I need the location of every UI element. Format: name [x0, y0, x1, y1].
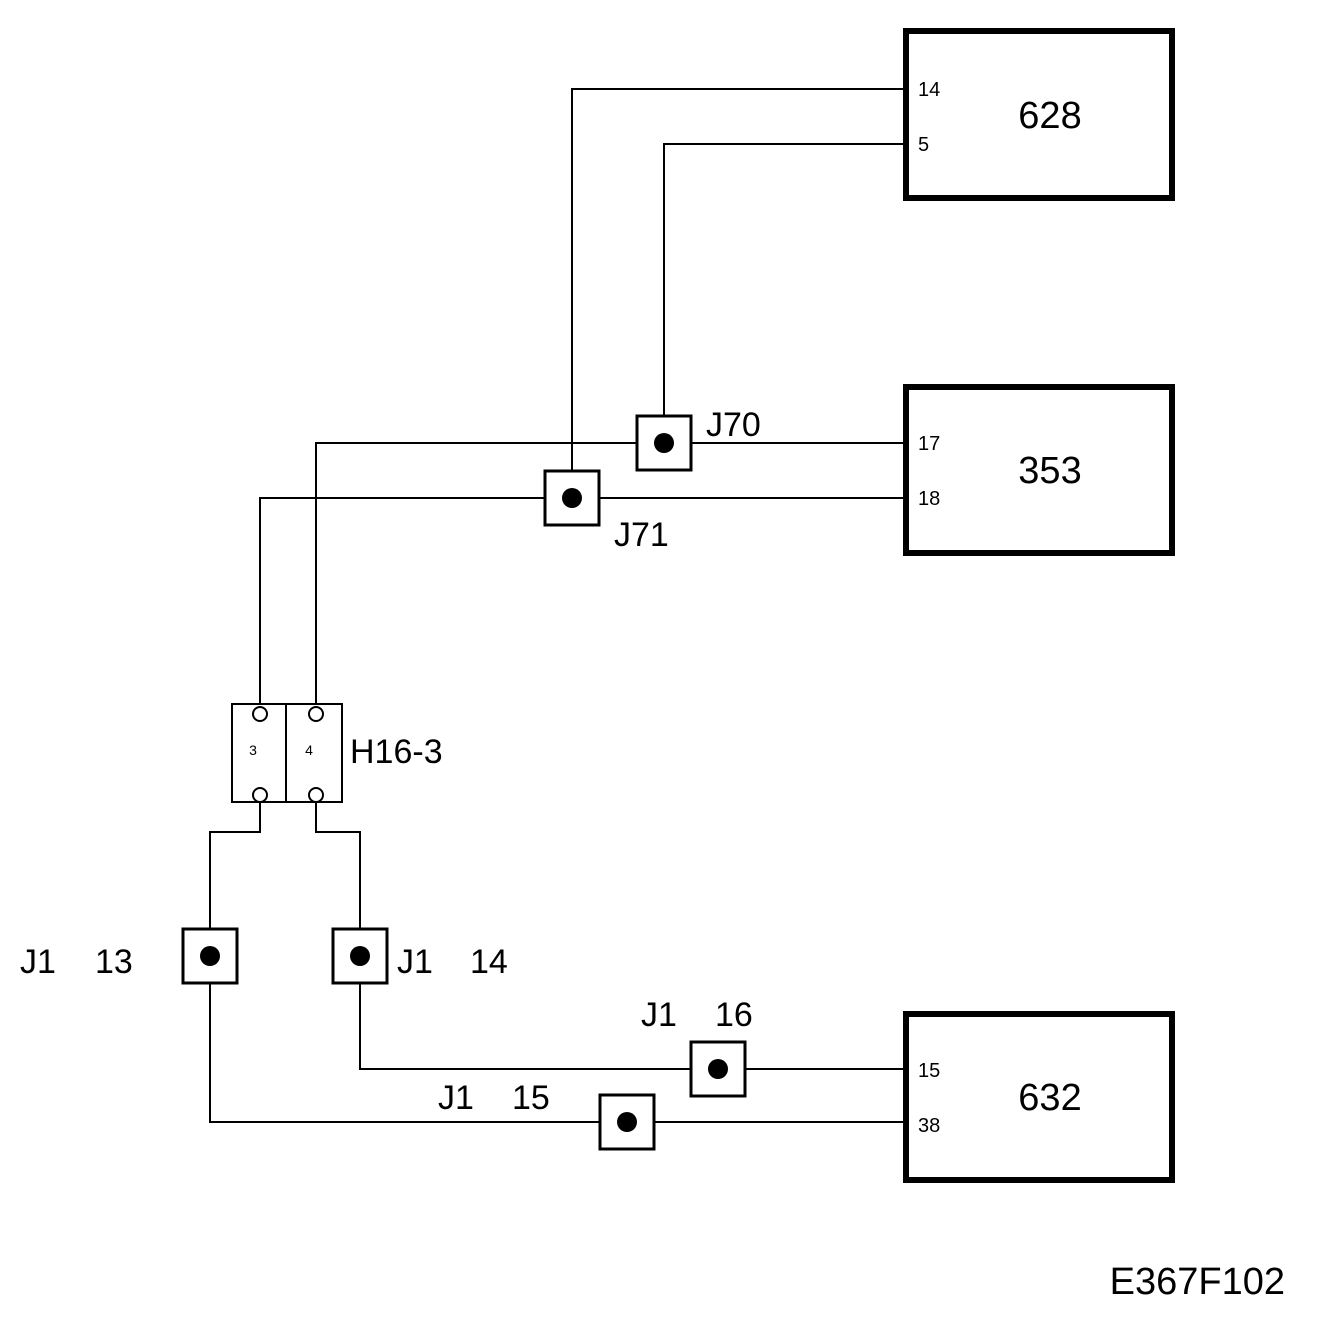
component-353-pin-18: 18 — [918, 488, 940, 510]
component-353-pin-17: 17 — [918, 433, 940, 455]
connector-j1-13: J1 13 — [20, 927, 239, 985]
wire-628-5-to-j70 — [663, 143, 906, 443]
splice-label: H16-3 — [350, 733, 443, 771]
connector-j70: J70 — [635, 406, 761, 472]
wires — [209, 88, 906, 1123]
wire-353-18-to-h16-3 — [259, 497, 906, 706]
component-353: 353 17 18 — [903, 384, 1175, 556]
connector-j1-14-pin: 14 — [470, 943, 508, 981]
component-632: 632 15 38 — [903, 1011, 1175, 1183]
connector-j70-label: J70 — [706, 406, 761, 444]
wire-h16-4-to-632-15 — [315, 802, 906, 1070]
connector-j1-16-name: J1 — [641, 996, 677, 1034]
splice-terminal-4-bottom — [308, 787, 324, 803]
component-628-pin-14: 14 — [918, 79, 940, 101]
connector-j1-15-name: J1 — [438, 1079, 474, 1117]
connector-j1-15: J1 15 — [438, 1079, 656, 1151]
connector-j1-13-name: J1 — [20, 943, 56, 981]
component-353-label: 353 — [1018, 450, 1081, 492]
component-632-pin-38: 38 — [918, 1115, 940, 1137]
splice-terminal-3-bottom — [252, 787, 268, 803]
connector-j71: J71 — [543, 469, 669, 554]
connector-j1-16: J1 16 — [641, 996, 753, 1098]
component-632-label: 632 — [1018, 1077, 1081, 1119]
wire-628-14-to-j71 — [571, 88, 906, 498]
component-628: 628 14 5 — [903, 28, 1175, 201]
splice-terminal-3-label: 3 — [249, 742, 257, 758]
splice-terminal-4-top — [308, 706, 324, 722]
component-628-pin-5: 5 — [918, 134, 929, 156]
splice-terminal-3-top — [252, 706, 268, 722]
connector-j1-14: J1 14 — [331, 927, 508, 985]
wire-h16-3-to-632-38 — [209, 802, 906, 1123]
splice-h16-3: 3 4 H16-3 — [231, 703, 443, 803]
wire-353-17-to-h16-4 — [315, 442, 906, 706]
connector-j1-15-pin: 15 — [512, 1079, 550, 1117]
connector-j1-13-pin: 13 — [95, 943, 133, 981]
drawing-id: E367F102 — [1110, 1261, 1285, 1303]
connector-j71-label: J71 — [614, 516, 669, 554]
connector-j1-14-name: J1 — [397, 943, 433, 981]
component-632-pin-15: 15 — [918, 1060, 940, 1082]
splice-terminal-4-label: 4 — [305, 742, 313, 758]
component-628-label: 628 — [1018, 95, 1081, 137]
connector-j1-16-pin: 16 — [715, 996, 753, 1034]
